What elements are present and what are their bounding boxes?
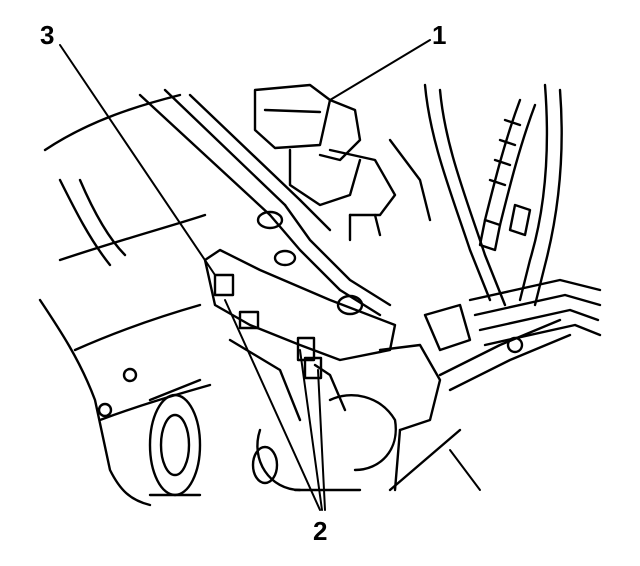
- hoses-right: [423, 83, 563, 307]
- left-shaft: [38, 93, 212, 507]
- solenoid-assembly: [253, 83, 432, 242]
- leader-line-extra: [449, 449, 481, 491]
- leader-line-1: [329, 39, 431, 101]
- callout-label-1: 1: [432, 20, 447, 50]
- lower-assembly: [228, 338, 462, 492]
- leader-line-3: [59, 44, 216, 276]
- callout-label-3: 3: [40, 20, 55, 50]
- mounting-bracket: [203, 248, 397, 412]
- leader-line-2a: [224, 299, 321, 511]
- leader-line-2c: [317, 369, 326, 511]
- pipes-lower-right: [423, 278, 602, 392]
- leader-line-2b: [299, 349, 323, 511]
- leader-lines: [59, 39, 481, 511]
- callout-label-2: 2: [313, 516, 328, 546]
- brake-lines: [138, 88, 392, 317]
